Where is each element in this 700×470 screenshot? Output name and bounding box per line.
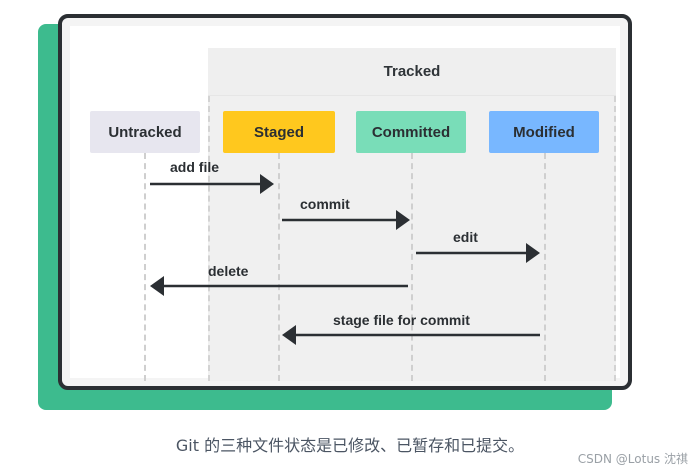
diagram-frame: Tracked Untracked Staged Committed Modif… — [58, 14, 632, 390]
tracked-header: Tracked — [208, 48, 616, 96]
arrowhead-edit — [526, 243, 540, 263]
state-committed: Committed — [356, 111, 466, 153]
lifeline-modified — [544, 153, 546, 381]
lifeline-committed — [411, 153, 413, 381]
transition-arrows — [150, 174, 540, 345]
lifeline-untracked — [144, 153, 146, 381]
arrowhead-add-file — [260, 174, 274, 194]
state-staged: Staged — [223, 111, 335, 153]
figure-caption: Git 的三种文件状态是已修改、已暂存和已提交。 — [175, 436, 525, 455]
state-untracked: Untracked — [90, 111, 200, 153]
diagram-canvas: Tracked Untracked Staged Committed Modif… — [70, 26, 620, 381]
arrowhead-stage-file — [282, 325, 296, 345]
arrowhead-delete — [150, 276, 164, 296]
tracked-left-border — [208, 96, 210, 381]
label-add-file: add file — [170, 159, 220, 175]
arrowhead-commit — [396, 210, 410, 230]
lifeline-staged — [278, 153, 280, 381]
watermark: CSDN @Lotus 沈祺 — [577, 452, 688, 466]
state-modified: Modified — [489, 111, 599, 153]
label-stage-file: stage file for commit — [333, 312, 470, 328]
label-edit: edit — [453, 229, 478, 245]
label-delete: delete — [208, 263, 249, 279]
label-commit: commit — [300, 196, 350, 212]
tracked-right-border — [614, 96, 616, 381]
